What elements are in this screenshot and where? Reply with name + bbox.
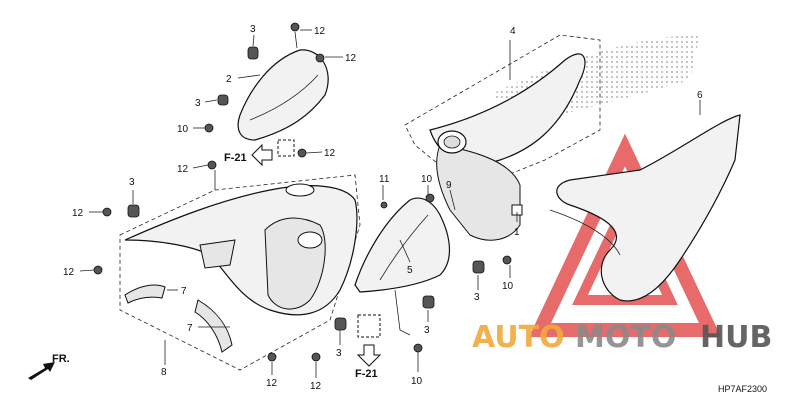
watermark-word-c: HUB (700, 320, 772, 355)
callout-12: 12 (310, 381, 322, 392)
callout-7: 7 (187, 323, 193, 334)
part-7-pad-upper (124, 284, 166, 304)
ref-label-upper: F-21 (224, 152, 247, 164)
callout-3: 3 (336, 348, 342, 359)
ref-box-lower (356, 314, 382, 367)
callout-7: 7 (181, 286, 187, 297)
diagram-code: HP7AF2300 (718, 384, 767, 394)
callout-3: 3 (474, 292, 480, 303)
callout-12: 12 (72, 208, 84, 219)
part-4-top-cover (404, 34, 700, 241)
callout-12: 12 (324, 148, 336, 159)
callout-3: 3 (195, 98, 201, 109)
fasteners (93, 22, 512, 362)
watermark-word-b: MOTO (575, 320, 676, 355)
callout-12: 12 (345, 53, 357, 64)
callout-3: 3 (424, 325, 430, 336)
callout-9: 9 (446, 180, 452, 191)
part-2-cowl (237, 49, 329, 141)
ref-box-upper (251, 139, 295, 167)
callout-10: 10 (421, 174, 433, 185)
callout-12: 12 (266, 378, 278, 389)
watermark-word-a: AUTO (472, 320, 565, 355)
part-7-pad-lower (194, 299, 233, 353)
callouts: 1 2 3 3 3 3 3 3 4 5 6 7 7 8 9 10 10 10 1… (63, 24, 703, 392)
callout-3: 3 (250, 24, 256, 35)
callout-8: 8 (161, 367, 167, 378)
part-6-side-cover (549, 114, 741, 302)
part-5-middle-cover (354, 197, 451, 336)
callout-12: 12 (314, 26, 326, 37)
callout-12: 12 (177, 164, 189, 175)
callout-10: 10 (502, 281, 514, 292)
part-8-main-shroud (119, 174, 361, 371)
callout-10: 10 (177, 124, 189, 135)
callout-5: 5 (407, 265, 413, 276)
leader-lines (79, 29, 701, 378)
callout-2: 2 (226, 74, 232, 85)
ref-label-lower: F-21 (355, 368, 378, 380)
callout-4: 4 (510, 26, 516, 37)
watermark-text: AUTO MOTO HUB (472, 320, 772, 355)
front-arrow: FR. (28, 353, 70, 380)
callout-1: 1 (514, 227, 520, 238)
callout-11: 11 (379, 174, 390, 185)
front-arrow-label: FR. (52, 353, 70, 365)
callout-12: 12 (63, 267, 75, 278)
callout-10: 10 (411, 376, 423, 387)
callout-3: 3 (129, 177, 135, 188)
callout-6: 6 (697, 90, 703, 101)
